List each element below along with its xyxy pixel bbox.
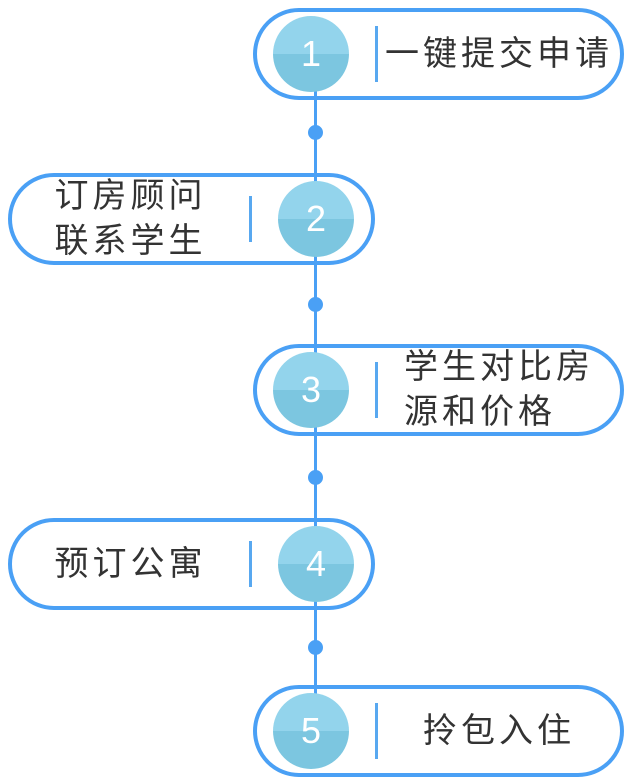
step-4-number-badge: 4 (278, 526, 354, 602)
step-4-card: 预订公寓 4 (8, 518, 375, 610)
step-2-number: 2 (305, 198, 327, 239)
step-3-label: 学生对比房 源和价格 (378, 345, 620, 435)
step-5-card: 5 拎包入住 (253, 685, 624, 777)
step-3-number-badge: 3 (273, 352, 349, 428)
step-4-number: 4 (305, 543, 327, 584)
step-5-label-line: 拎包入住 (423, 711, 575, 750)
step-1-number: 1 (300, 33, 322, 74)
step-4-label: 预订公寓 (12, 542, 249, 587)
step-5-label: 拎包入住 (378, 709, 620, 754)
step-3-label-line: 学生对比房 (404, 348, 594, 386)
step-3-divider (375, 362, 378, 418)
step-5-number-badge: 5 (273, 693, 349, 769)
step-4-label-line: 预订公寓 (54, 544, 207, 583)
step-1-label: 一键提交申请 (378, 32, 620, 77)
step-2-number-badge: 2 (278, 181, 354, 257)
step-1-divider (375, 26, 378, 82)
step-2-label-line: 订房顾问 (54, 177, 207, 215)
step-3-label-line: 源和价格 (404, 393, 556, 431)
step-5-divider (375, 703, 378, 759)
step-2-label: 订房顾问 联系学生 (12, 174, 249, 264)
step-1-label-line: 一键提交申请 (385, 34, 613, 73)
step-1-number-badge: 1 (273, 16, 349, 92)
step-2-divider (249, 196, 252, 242)
step-4-divider (249, 541, 252, 587)
timeline-dot (308, 640, 323, 655)
step-1-card: 1 一键提交申请 (253, 8, 624, 100)
step-2-label-line: 联系学生 (54, 222, 207, 260)
step-3-number: 3 (300, 369, 322, 410)
step-5-number: 5 (300, 710, 322, 751)
timeline-dot (308, 125, 323, 140)
step-3-card: 3 学生对比房 源和价格 (253, 344, 624, 436)
timeline-dot (308, 297, 323, 312)
step-2-card: 订房顾问 联系学生 2 (8, 173, 375, 265)
timeline-dot (308, 470, 323, 485)
